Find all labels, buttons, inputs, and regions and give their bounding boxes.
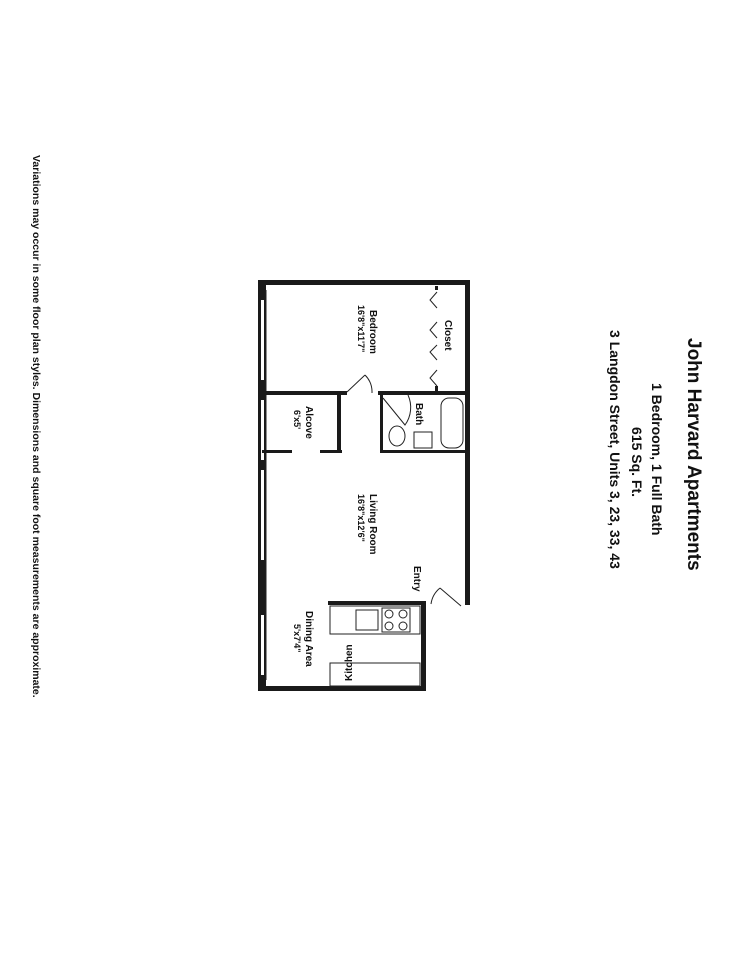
room-dining-size: 5'x7'4" bbox=[292, 624, 302, 653]
windows bbox=[261, 290, 267, 680]
floor-plan bbox=[258, 280, 470, 691]
room-alcove-label: Alcove bbox=[303, 406, 314, 439]
room-bedroom-label: Bedroom bbox=[367, 310, 378, 354]
room-kitchen-label: Kitchen bbox=[344, 644, 355, 681]
subtitle-address: 3 Langdon Street, Units 3, 23, 33, 43 bbox=[607, 330, 623, 569]
room-living-size: 16'8"x12'6" bbox=[356, 494, 366, 542]
room-alcove-size: 6'x5' bbox=[292, 410, 302, 429]
disclaimer: Variations may occur in some floor plan … bbox=[30, 155, 42, 698]
subtitle-sqft: 615 Sq. Ft. bbox=[629, 427, 645, 497]
subtitle-bedrooms: 1 Bedroom, 1 Full Bath bbox=[649, 383, 665, 535]
title: John Harvard Apartments bbox=[683, 338, 704, 571]
room-closet-label: Closet bbox=[442, 320, 453, 351]
room-living-label: Living Room bbox=[367, 494, 378, 555]
room-bedroom-size: 16'8"x11'7" bbox=[356, 305, 366, 352]
room-dining-label: Dining Area bbox=[303, 611, 314, 667]
room-bath-label: Bath bbox=[413, 403, 424, 425]
room-entry-label: Entry bbox=[411, 566, 422, 592]
